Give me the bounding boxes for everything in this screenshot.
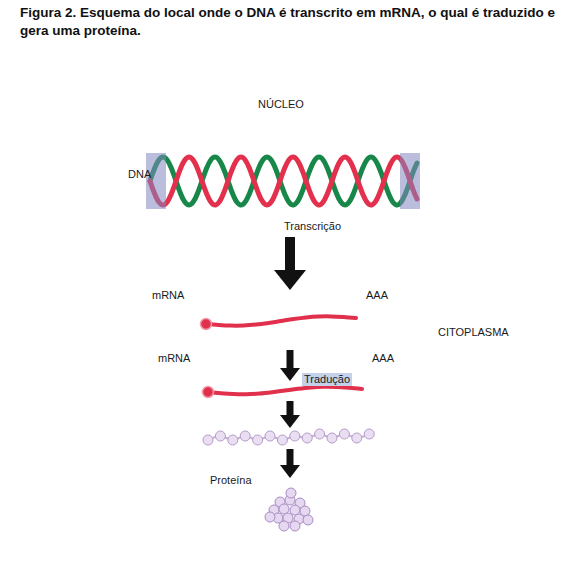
amino-acid bbox=[253, 435, 263, 445]
amino-acid bbox=[286, 488, 296, 498]
cell-membrane bbox=[38, 60, 549, 565]
amino-acid bbox=[279, 521, 289, 531]
amino-acid bbox=[265, 512, 275, 522]
mrna-cap bbox=[203, 387, 214, 398]
figure-title: Figura 2. Esquema do local onde o DNA é … bbox=[20, 4, 568, 40]
amino-acid bbox=[215, 431, 225, 441]
amino-acid bbox=[290, 431, 300, 441]
amino-acid bbox=[203, 435, 213, 445]
helix-fade bbox=[146, 153, 166, 209]
nuclear-envelope bbox=[89, 77, 493, 373]
amino-acid bbox=[327, 433, 337, 443]
polypeptide-chain bbox=[203, 429, 374, 445]
process-arrow bbox=[280, 449, 300, 478]
amino-acid bbox=[339, 429, 349, 439]
arrow-head bbox=[274, 270, 306, 290]
helix-fade bbox=[400, 153, 420, 209]
amino-acid bbox=[315, 429, 325, 439]
mrna-label: mRNA bbox=[152, 289, 184, 302]
mrna-label: mRNA bbox=[158, 352, 190, 365]
amino-acid bbox=[279, 504, 289, 514]
mrna-chain bbox=[208, 387, 362, 395]
dna-label: DNA bbox=[128, 168, 151, 181]
arrow-head bbox=[280, 415, 300, 428]
mrna-cap bbox=[201, 319, 212, 330]
process-arrow bbox=[280, 401, 300, 428]
amino-acid bbox=[240, 431, 250, 441]
arrow-shaft bbox=[287, 449, 294, 466]
amino-acid bbox=[228, 435, 238, 445]
process-arrow bbox=[280, 350, 300, 381]
amino-acid bbox=[303, 515, 313, 525]
amino-acid bbox=[364, 429, 374, 439]
amino-acid bbox=[352, 433, 362, 443]
arrow-shaft bbox=[287, 401, 294, 416]
protein-label: Proteína bbox=[210, 474, 252, 487]
polya-label: AAA bbox=[366, 289, 388, 302]
mrna-chain bbox=[206, 316, 356, 325]
arrow-head bbox=[280, 465, 300, 478]
arrow-shaft bbox=[285, 237, 295, 271]
arrow-head bbox=[280, 368, 300, 381]
mrna-strand bbox=[201, 316, 357, 329]
dna-helix bbox=[146, 153, 420, 209]
cytoplasm-region: CITOPLASMA NÚCLEO bbox=[36, 58, 550, 566]
arrow-shaft bbox=[287, 350, 294, 369]
process-arrow bbox=[274, 237, 306, 290]
mrna-strand bbox=[203, 387, 363, 398]
amino-acid bbox=[277, 435, 287, 445]
amino-acid bbox=[302, 433, 312, 443]
dna-strand bbox=[150, 157, 417, 205]
amino-acid bbox=[290, 521, 300, 531]
region-label: NÚCLEO bbox=[258, 98, 304, 111]
folded-protein bbox=[265, 488, 313, 531]
process-label: Tradução bbox=[302, 373, 352, 386]
polya-label: AAA bbox=[372, 352, 394, 365]
cytoplasm-region-outline bbox=[36, 58, 550, 566]
amino-acid bbox=[290, 505, 300, 515]
region-label: CITOPLASMA bbox=[438, 326, 509, 339]
amino-acid bbox=[265, 431, 275, 441]
dna-strand bbox=[150, 157, 417, 205]
process-label: Transcrição bbox=[284, 220, 341, 233]
